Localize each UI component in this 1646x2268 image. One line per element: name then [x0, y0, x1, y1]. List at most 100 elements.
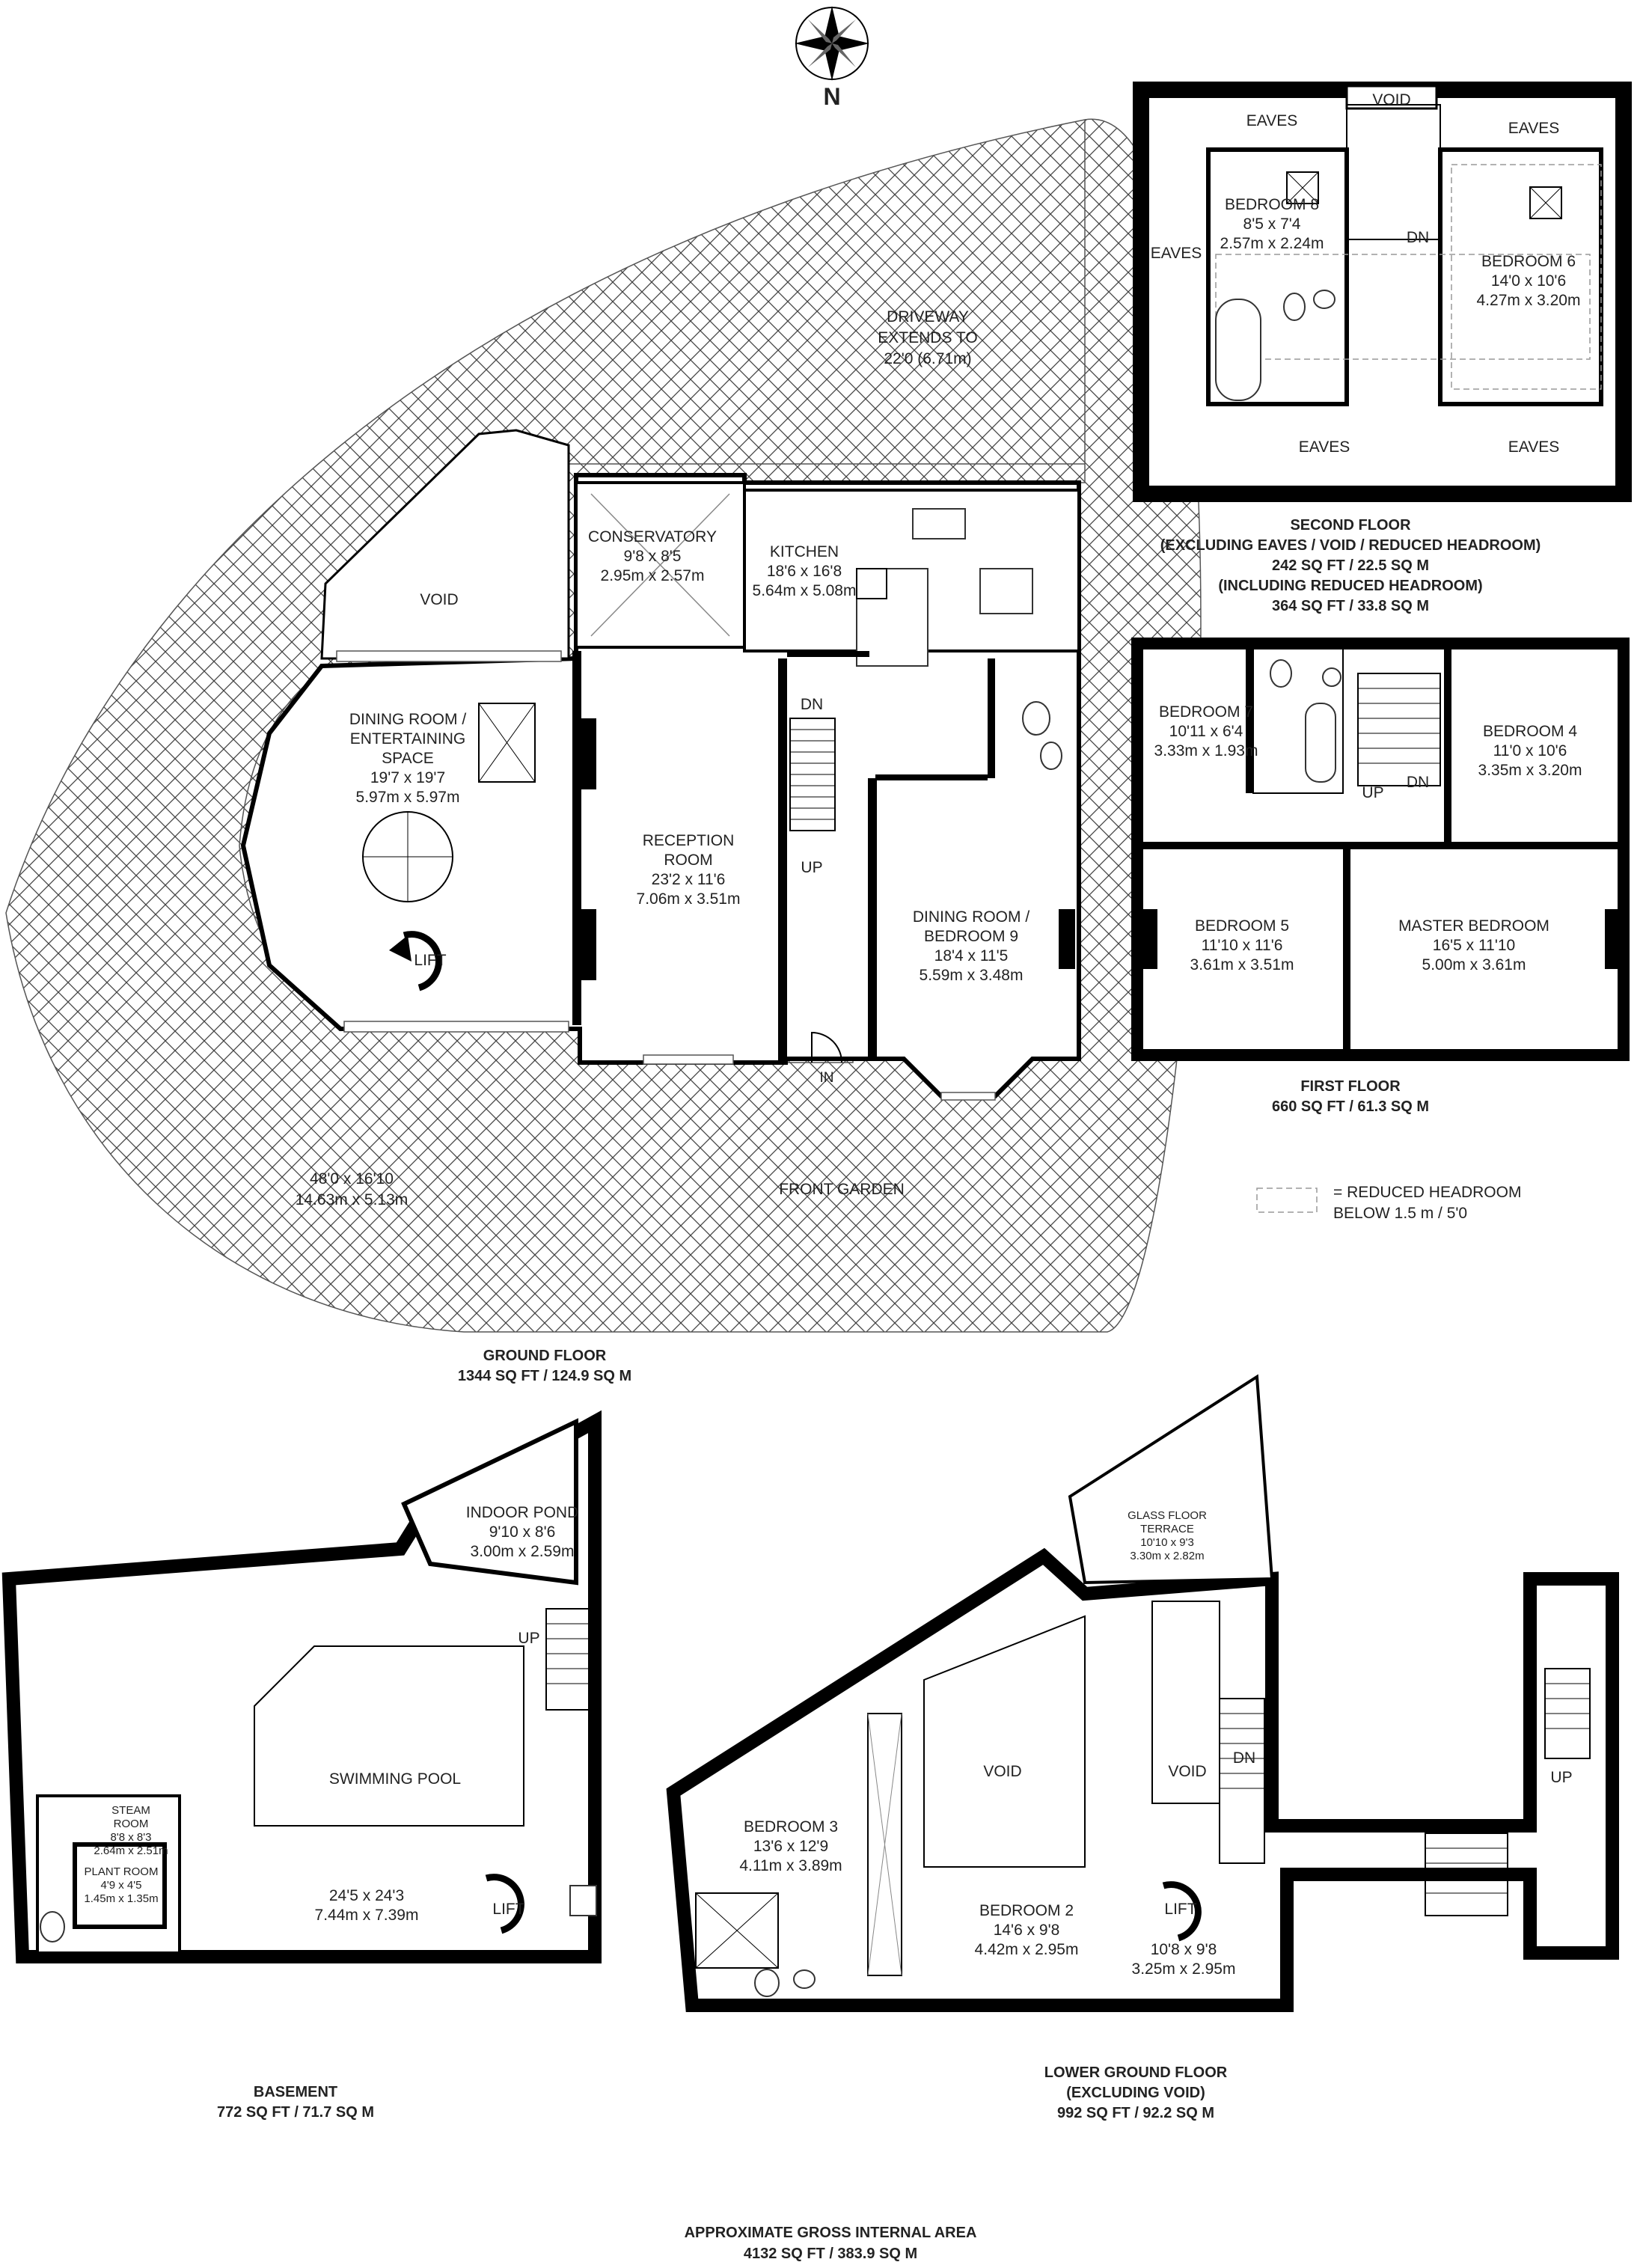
svg-text:3.61m x 3.51m: 3.61m x 3.51m — [1190, 956, 1294, 973]
toilet-icon — [754, 1969, 780, 1997]
fireplace-icon — [580, 718, 596, 789]
svg-text:EXTENDS TO: EXTENDS TO — [878, 329, 977, 346]
svg-text:660 SQ FT / 61.3 SQ M: 660 SQ FT / 61.3 SQ M — [1272, 1098, 1429, 1115]
first-floor-caption: FIRST FLOOR 660 SQ FT / 61.3 SQ M — [1272, 1078, 1429, 1115]
svg-text:DINING ROOM /: DINING ROOM / — [349, 711, 466, 728]
bedroom-8-label: BEDROOM 8 8'5 x 7'4 2.57m x 2.24m — [1220, 196, 1324, 252]
svg-text:BEDROOM 8: BEDROOM 8 — [1225, 196, 1319, 213]
svg-text:(EXCLUDING VOID): (EXCLUDING VOID) — [1066, 2085, 1205, 2101]
svg-text:ROOM: ROOM — [114, 1818, 149, 1830]
svg-text:SPACE: SPACE — [382, 750, 434, 767]
dining-bedroom9-label: DINING ROOM / BEDROOM 9 18'4 x 11'5 5.59… — [913, 908, 1029, 984]
svg-text:242 SQ FT / 22.5 SQ M: 242 SQ FT / 22.5 SQ M — [1272, 557, 1429, 574]
svg-text:BEDROOM 2: BEDROOM 2 — [979, 1902, 1074, 1919]
basin-icon — [1040, 742, 1062, 770]
svg-text:BEDROOM 6: BEDROOM 6 — [1481, 253, 1576, 270]
svg-text:14'0 x 10'6: 14'0 x 10'6 — [1491, 272, 1566, 290]
toilet-icon — [1270, 659, 1292, 688]
svg-text:10'10 x 9'3: 10'10 x 9'3 — [1140, 1536, 1194, 1549]
svg-text:18'6 x 16'8: 18'6 x 16'8 — [767, 563, 842, 580]
void-label: VOID — [420, 591, 458, 608]
void-area — [320, 429, 570, 660]
reception-room-label: RECEPTION ROOM 23'2 x 11'6 7.06m x 3.51m — [637, 832, 741, 908]
steam-room-label: STEAM ROOM 8'8 x 8'3 2.64m x 2.51m — [94, 1804, 168, 1857]
svg-text:2.95m x 2.57m: 2.95m x 2.57m — [601, 567, 705, 584]
svg-text:772 SQ FT / 71.7 SQ M: 772 SQ FT / 71.7 SQ M — [217, 2104, 374, 2121]
svg-text:19'7 x 19'7: 19'7 x 19'7 — [370, 769, 445, 786]
svg-text:SECOND FLOOR: SECOND FLOOR — [1290, 517, 1411, 534]
entrance-label: IN — [820, 1070, 834, 1086]
kitchen-island — [856, 568, 928, 667]
first-stairs-up-label: UP — [1362, 784, 1383, 801]
second-stairs-down-label: DN — [1407, 229, 1429, 246]
lift-icon — [1162, 1881, 1202, 1942]
bathtub-icon — [1215, 299, 1261, 401]
svg-text:3.00m x 2.59m: 3.00m x 2.59m — [471, 1543, 575, 1560]
lift-icon — [403, 931, 442, 991]
basin-icon — [1313, 290, 1336, 309]
lower-staircase — [1219, 1698, 1265, 1864]
svg-text:5.97m x 5.97m: 5.97m x 5.97m — [356, 789, 460, 806]
bedroom-3-label: BEDROOM 3 13'6 x 12'9 4.11m x 3.89m — [739, 1818, 842, 1874]
svg-text:9'8 x 8'5: 9'8 x 8'5 — [624, 548, 682, 565]
svg-text:3.25m x 2.95m: 3.25m x 2.95m — [1132, 1960, 1236, 1978]
indoor-pond-label: INDOOR POND 9'10 x 8'6 3.00m x 2.59m — [466, 1504, 579, 1560]
lower-ground-floor-plan: GLASS FLOOR TERRACE 10'10 x 9'3 3.30m x … — [666, 1374, 1619, 2121]
svg-text:18'4 x 11'5: 18'4 x 11'5 — [934, 947, 1009, 965]
entrance-door — [811, 1031, 842, 1063]
lower-void-label: VOID — [1168, 1763, 1206, 1780]
basin-icon — [569, 1885, 597, 1916]
svg-text:GROUND FLOOR: GROUND FLOOR — [483, 1348, 607, 1364]
lower-lift-label: LIFT — [1164, 1901, 1196, 1918]
svg-text:16'5 x 11'10: 16'5 x 11'10 — [1433, 937, 1515, 954]
first-stairs-down-label: DN — [1407, 774, 1429, 791]
compass-rose-icon: N — [795, 6, 869, 110]
svg-text:4.27m x 3.20m: 4.27m x 3.20m — [1477, 292, 1581, 309]
svg-text:4'9 x 4'5: 4'9 x 4'5 — [101, 1879, 142, 1892]
svg-text:BASEMENT: BASEMENT — [254, 2084, 337, 2100]
svg-text:BEDROOM 3: BEDROOM 3 — [744, 1818, 838, 1836]
garden-dimensions-label: 48'0 x 16'10 14.63m x 5.13m — [296, 1170, 409, 1208]
svg-text:BELOW 1.5 m / 5'0: BELOW 1.5 m / 5'0 — [1333, 1205, 1467, 1222]
svg-text:8'5 x 7'4: 8'5 x 7'4 — [1243, 216, 1301, 233]
toilet-icon — [1283, 293, 1306, 321]
first-staircase — [1357, 673, 1441, 786]
svg-text:23'2 x 11'6: 23'2 x 11'6 — [652, 871, 726, 888]
fireplace-icon — [1605, 909, 1621, 969]
svg-text:(EXCLUDING EAVES / VOID / REDU: (EXCLUDING EAVES / VOID / REDUCED HEADRO… — [1160, 537, 1541, 554]
skylight-icon — [695, 1892, 779, 1969]
svg-text:2.57m x 2.24m: 2.57m x 2.24m — [1220, 235, 1324, 252]
lower-stairs-up-label: UP — [1550, 1769, 1572, 1786]
svg-text:48'0 x 16'10: 48'0 x 16'10 — [310, 1170, 394, 1188]
ground-staircase — [789, 718, 836, 831]
window — [343, 1021, 569, 1033]
master-bedroom-label: MASTER BEDROOM 16'5 x 11'10 5.00m x 3.61… — [1398, 917, 1549, 973]
svg-text:DINING ROOM /: DINING ROOM / — [913, 908, 1029, 926]
svg-text:1344 SQ FT / 124.9 SQ M: 1344 SQ FT / 124.9 SQ M — [458, 1368, 631, 1384]
svg-text:7.44m x 7.39m: 7.44m x 7.39m — [315, 1907, 419, 1924]
eaves-label: EAVES — [1299, 438, 1350, 456]
lift-icon — [485, 1874, 524, 1934]
basement-stairs-up-label: UP — [518, 1630, 539, 1647]
basement-plan: INDOOR POND 9'10 x 8'6 3.00m x 2.59m SWI… — [1, 1410, 602, 2121]
bedroom-4-label: BEDROOM 4 11'0 x 10'6 3.35m x 3.20m — [1478, 723, 1582, 779]
stairs-up-label: UP — [801, 859, 822, 876]
bedroom-6-room — [1438, 147, 1603, 406]
eaves-label: EAVES — [1508, 120, 1559, 137]
basement-caption: BASEMENT 772 SQ FT / 71.7 SQ M — [217, 2084, 374, 2121]
pool-dimensions-label: 24'5 x 24'3 7.44m x 7.39m — [315, 1887, 419, 1924]
svg-text:22'0 (6.71m): 22'0 (6.71m) — [884, 350, 971, 367]
svg-text:LOWER GROUND FLOOR: LOWER GROUND FLOOR — [1044, 2064, 1228, 2081]
fireplace-icon — [1059, 909, 1075, 969]
window — [940, 1092, 996, 1101]
bedroom-6-label: BEDROOM 6 14'0 x 10'6 4.27m x 3.20m — [1477, 253, 1581, 309]
svg-text:RECEPTION: RECEPTION — [643, 832, 735, 849]
kitchen-sink — [912, 508, 966, 540]
glass-floor-terrace-label: GLASS FLOOR TERRACE 10'10 x 9'3 3.30m x … — [1128, 1509, 1207, 1562]
window — [643, 1054, 734, 1065]
svg-text:4132 SQ FT / 383.9 SQ M: 4132 SQ FT / 383.9 SQ M — [744, 2246, 917, 2262]
lower-ground-caption: LOWER GROUND FLOOR (EXCLUDING VOID) 992 … — [1044, 2064, 1228, 2121]
eaves-label: EAVES — [1151, 245, 1202, 262]
svg-text:4.42m x 2.95m: 4.42m x 2.95m — [975, 1941, 1079, 1958]
svg-text:KITCHEN: KITCHEN — [770, 543, 839, 560]
